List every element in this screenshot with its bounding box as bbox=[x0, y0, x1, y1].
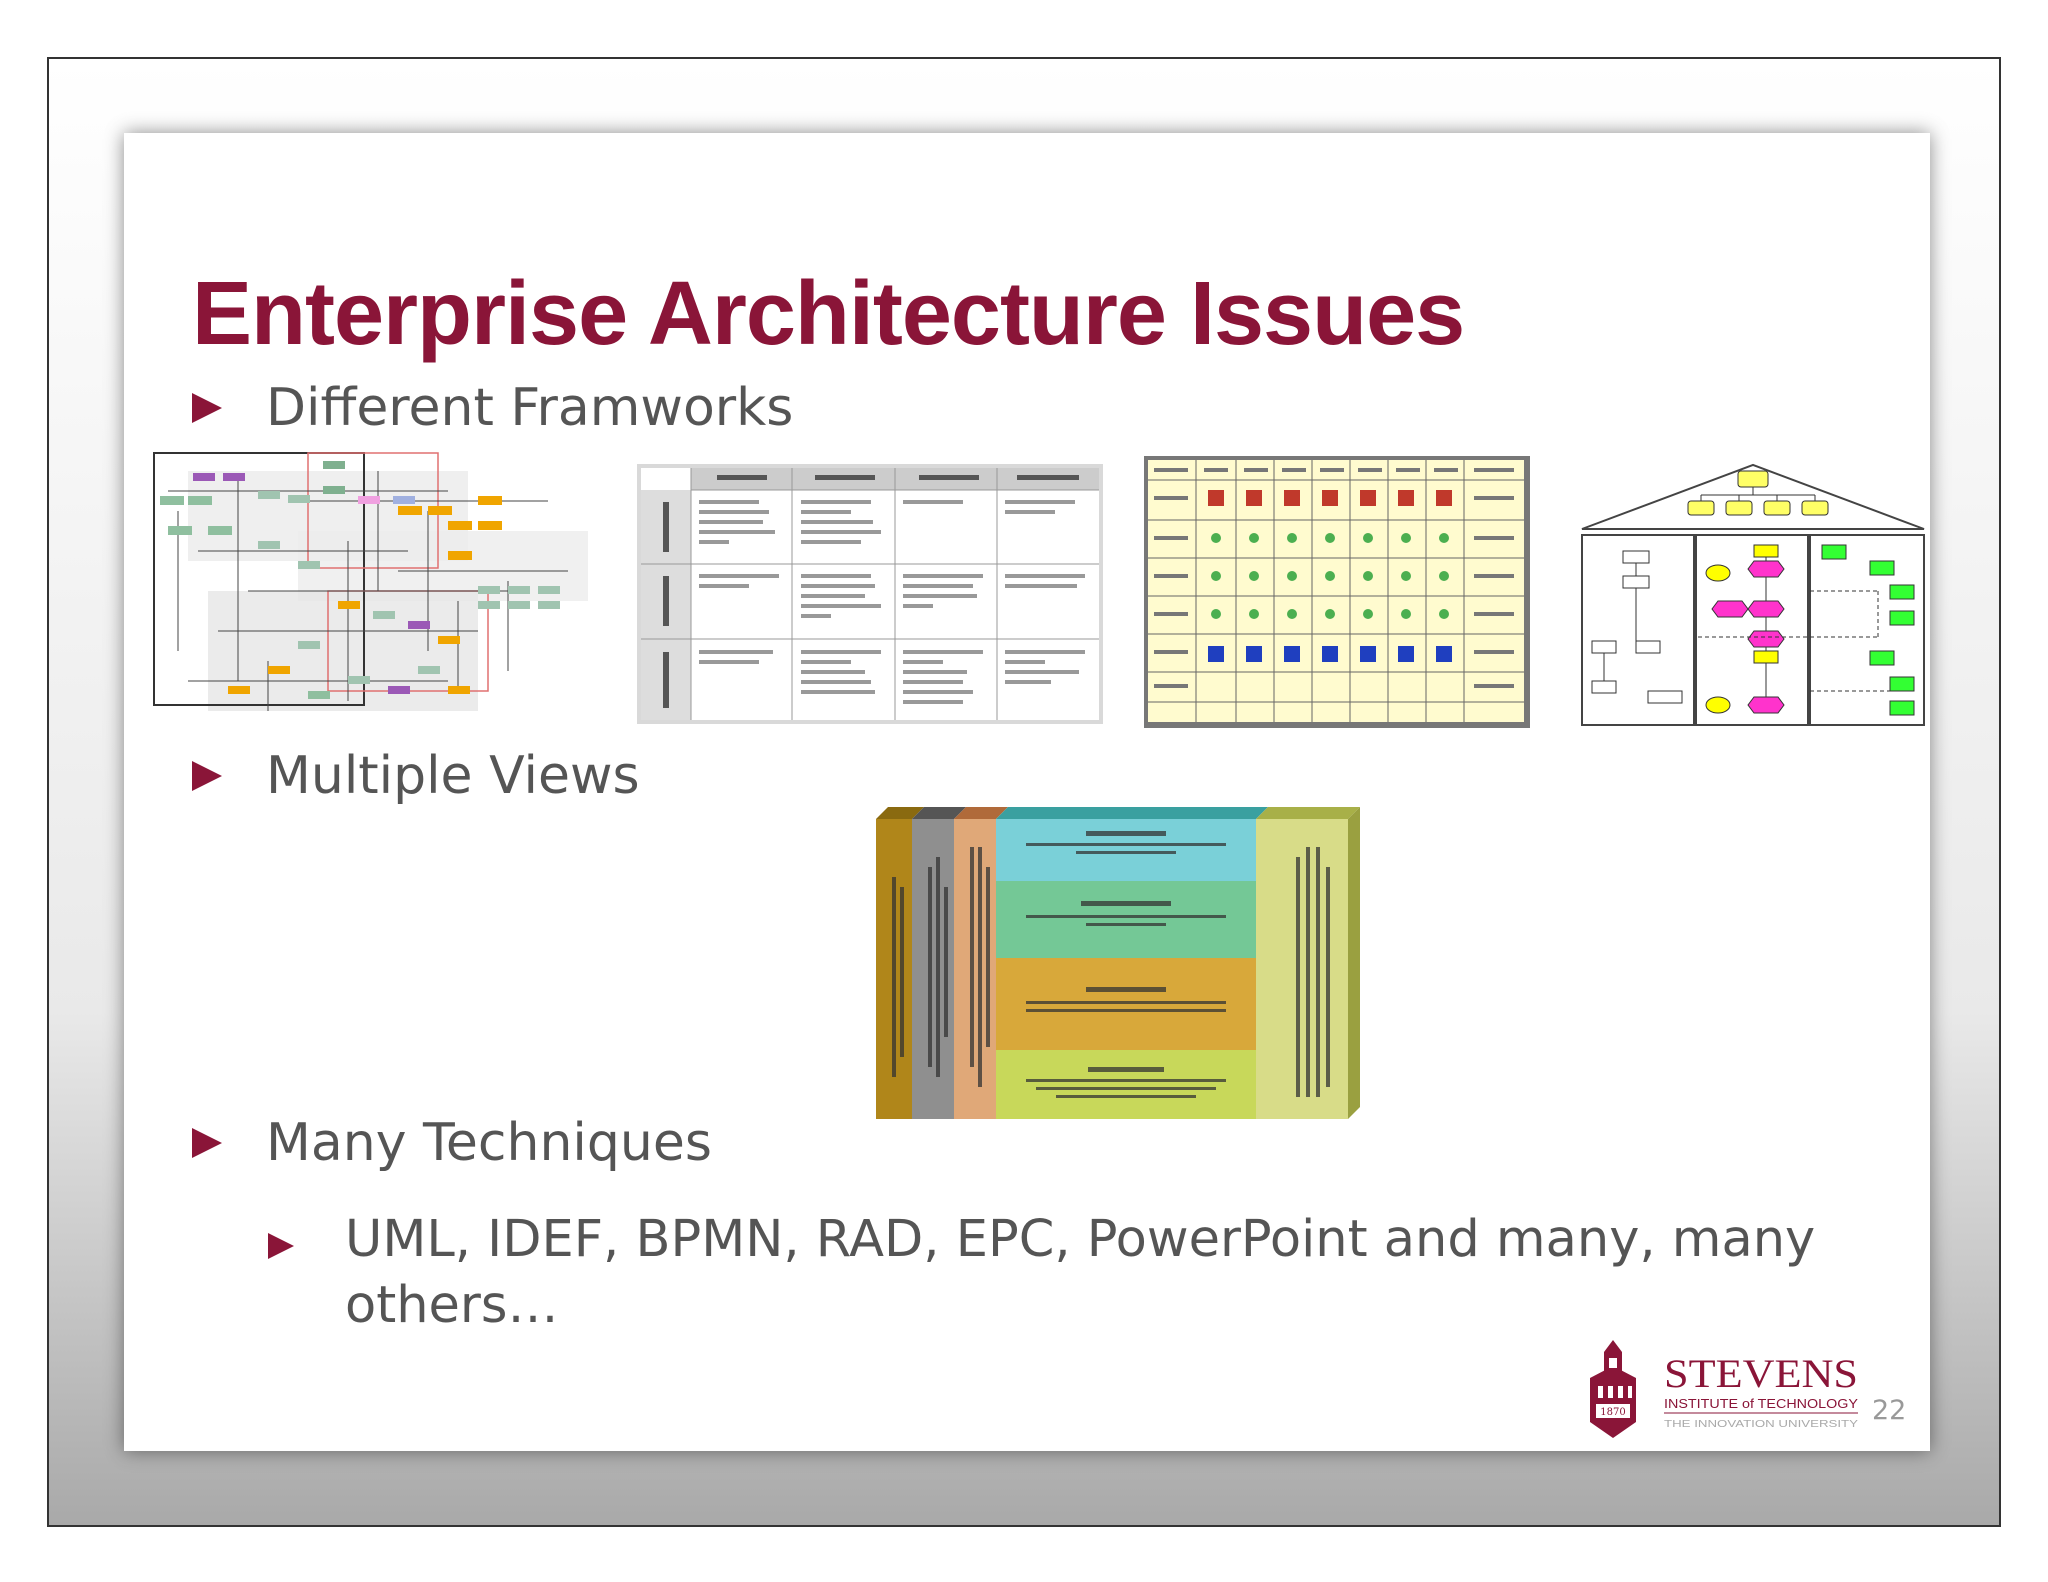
logo-tagline: THE INNOVATION UNIVERSITY bbox=[1664, 1419, 1858, 1430]
slide: Enterprise Architecture Issues Different… bbox=[124, 133, 1930, 1451]
logo-year: 1870 bbox=[1600, 1407, 1625, 1418]
zachman-grid-thumbnail bbox=[1144, 456, 1530, 728]
bullet-text: Many Techniques bbox=[266, 1113, 712, 1173]
stevens-logo: 1870 STEVENS INSTITUTE of TECHNOLOGY THE… bbox=[1590, 1340, 1858, 1438]
framework-diagram-thumbnail bbox=[153, 452, 588, 711]
logo-subtitle: INSTITUTE of TECHNOLOGY bbox=[1664, 1396, 1858, 1411]
bullet-text: Different Framworks bbox=[266, 378, 794, 438]
sub-bullet-triangle-icon bbox=[268, 1233, 294, 1259]
sub-bullet-techniques-list: UML, IDEF, BPMN, RAD, EPC, PowerPoint an… bbox=[268, 1207, 1828, 1339]
viewpoints-diagram bbox=[876, 807, 1360, 1119]
sub-bullet-text: UML, IDEF, BPMN, RAD, EPC, PowerPoint an… bbox=[345, 1210, 1816, 1335]
views-table-thumbnail bbox=[637, 464, 1103, 724]
bullet-views: Multiple Views bbox=[192, 746, 640, 806]
slide-title: Enterprise Architecture Issues bbox=[192, 264, 1465, 364]
bullet-triangle-icon bbox=[192, 761, 222, 791]
aris-house-thumbnail bbox=[1581, 463, 1925, 726]
bullet-techniques: Many Techniques bbox=[192, 1113, 712, 1173]
bullet-triangle-icon bbox=[192, 393, 222, 423]
bullet-triangle-icon bbox=[192, 1128, 222, 1158]
bullet-frameworks: Different Framworks bbox=[192, 378, 793, 438]
bullet-text: Multiple Views bbox=[266, 746, 640, 806]
page-number: 22 bbox=[1872, 1395, 1907, 1426]
logo-name: STEVENS bbox=[1664, 1351, 1858, 1396]
